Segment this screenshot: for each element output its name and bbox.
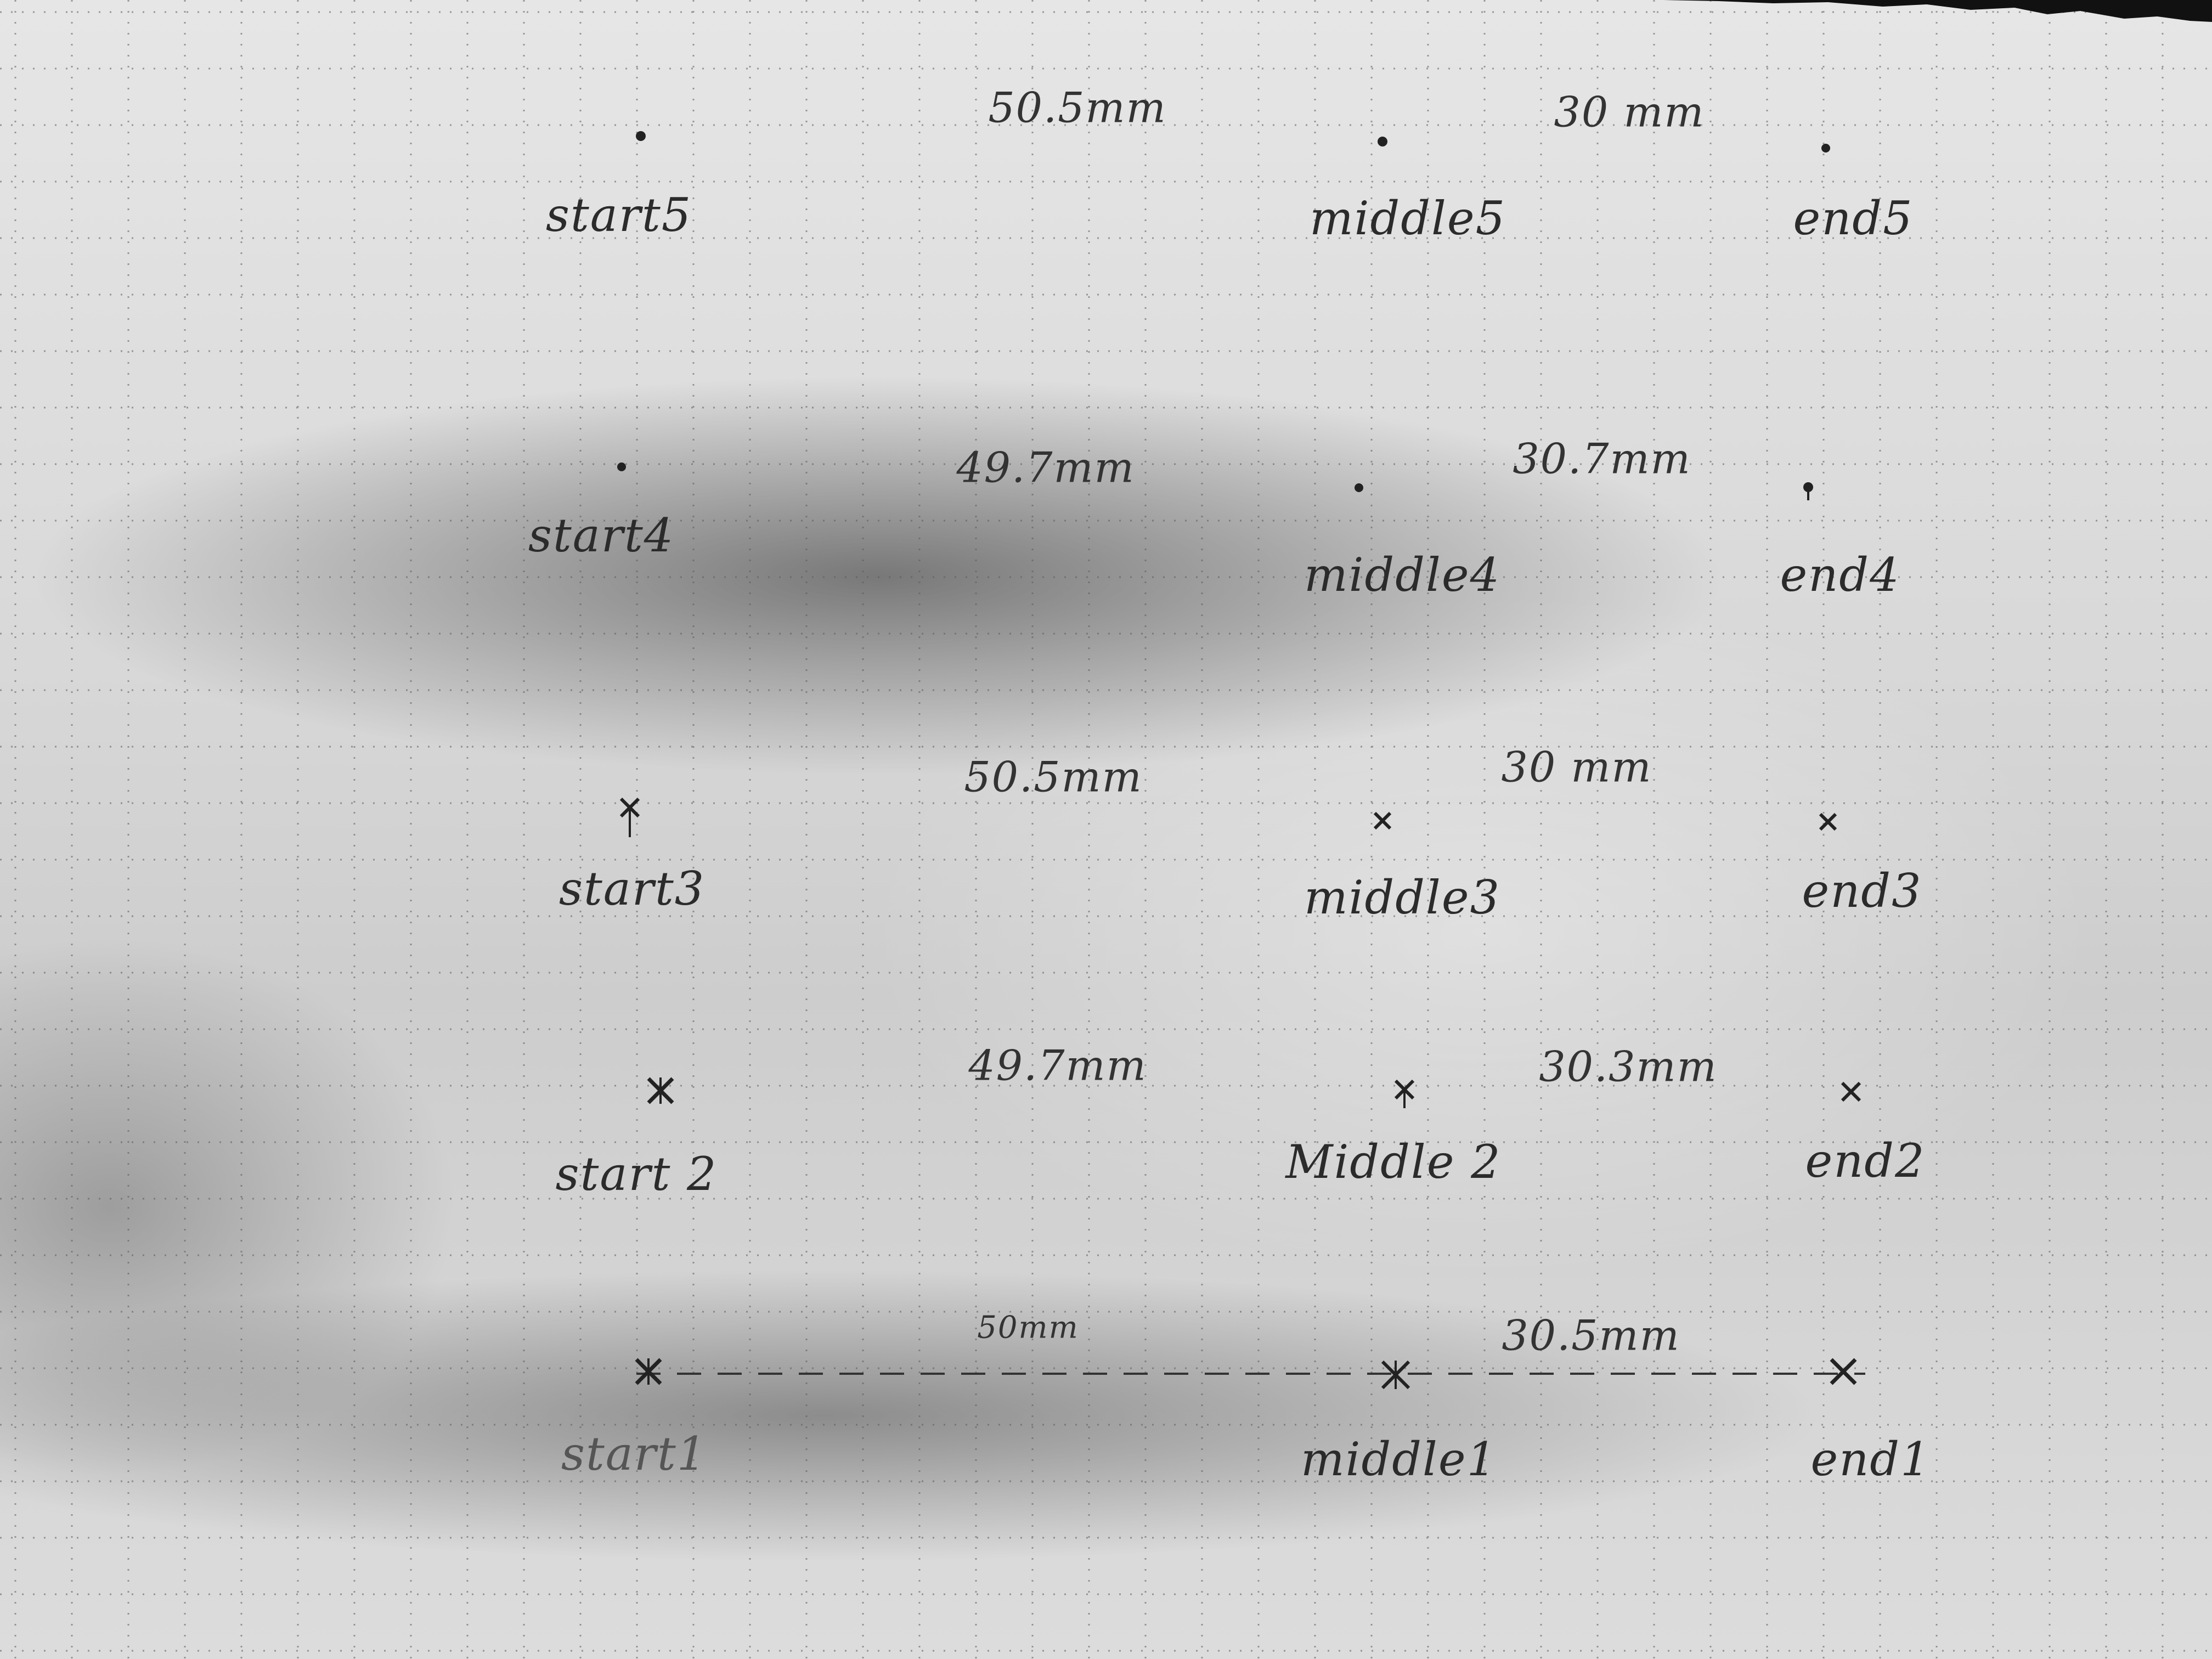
end3-label: end3	[1802, 864, 1922, 918]
row5-distance-start-middle: 50.5mm	[988, 83, 1167, 132]
end1-cross-marker	[1828, 1356, 1859, 1389]
middle5-label: middle5	[1309, 191, 1506, 245]
start4-dot-marker	[616, 461, 628, 475]
end3-cross-marker	[1817, 811, 1839, 835]
middle4-label: middle4	[1304, 548, 1501, 602]
end1-label: end1	[1810, 1432, 1931, 1486]
row1-distance-start-middle: 50mm	[977, 1310, 1079, 1346]
torn-paper-edge	[1663, 0, 2212, 22]
middle1-cross-marker	[1379, 1358, 1412, 1393]
start3-label: start3	[558, 862, 706, 916]
row3-distance-start-middle: 50.5mm	[964, 752, 1143, 802]
start3-cross-marker	[618, 795, 642, 842]
end4-dot-marker	[1801, 481, 1816, 505]
end2-label: end2	[1805, 1134, 1926, 1188]
middle3-label: middle3	[1304, 871, 1501, 924]
start1-cross-marker	[633, 1356, 664, 1389]
middle5-dot-marker	[1376, 135, 1389, 150]
row4-distance-start-middle: 49.7mm	[956, 443, 1135, 492]
row2-distance-middle-end: 30.3mm	[1539, 1042, 1718, 1091]
middle1-label: middle1	[1300, 1432, 1498, 1486]
row5-distance-middle-end: 30 mm	[1554, 87, 1705, 137]
end4-label: end4	[1780, 548, 1900, 602]
start2-label: start 2	[555, 1147, 718, 1201]
row2-distance-start-middle: 49.7mm	[968, 1041, 1147, 1090]
start1-label: start1	[561, 1427, 708, 1481]
middle4-dot-marker	[1353, 482, 1365, 496]
middle2-label: Middle 2	[1285, 1135, 1502, 1189]
row3-distance-middle-end: 30 mm	[1501, 742, 1652, 792]
middle3-cross-marker	[1372, 810, 1393, 834]
start4-label: start4	[528, 509, 675, 562]
end5-dot-marker	[1819, 142, 1832, 157]
end2-cross-marker	[1839, 1080, 1863, 1106]
start5-label: start5	[545, 188, 692, 242]
middle2-cross-marker	[1392, 1077, 1417, 1113]
baseline-dashed-line	[636, 1373, 1865, 1375]
row4-distance-middle-end: 30.7mm	[1513, 434, 1691, 483]
row1-distance-middle-end: 30.5mm	[1502, 1311, 1680, 1360]
start2-cross-marker	[645, 1075, 676, 1108]
start5-dot-marker	[634, 129, 647, 145]
end5-label: end5	[1793, 191, 1914, 245]
